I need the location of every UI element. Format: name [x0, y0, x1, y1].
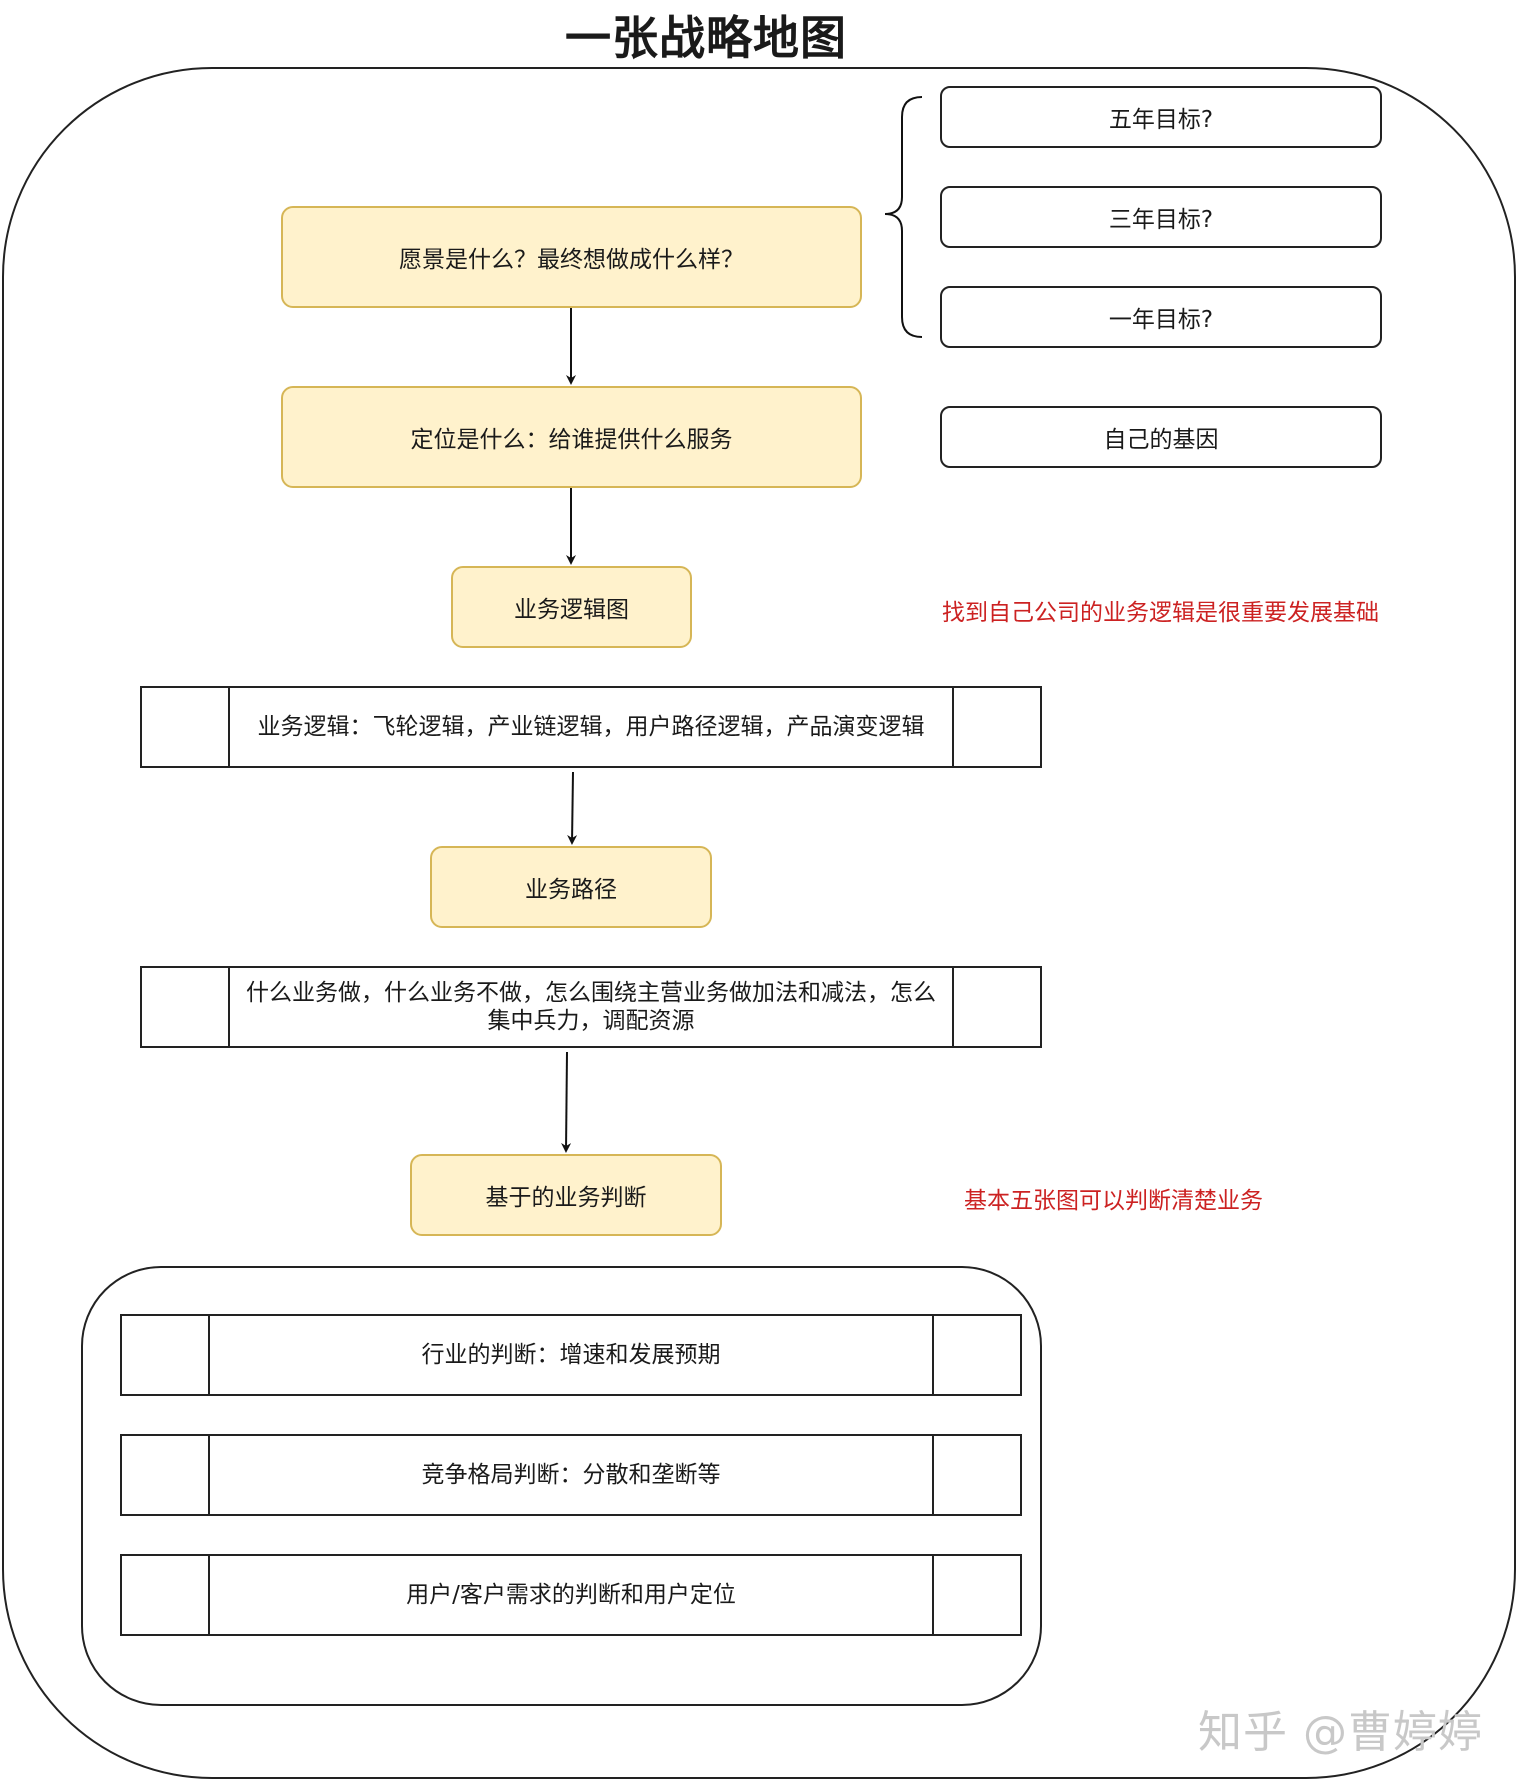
gene-box: 自己的基因 [940, 406, 1382, 468]
business-judgment-label: 基于的业务判断 [485, 1185, 647, 1211]
judgment-item-label: 用户/客户需求的判断和用户定位 [406, 1582, 736, 1608]
business-logic-detail-box: 业务逻辑：飞轮逻辑，产业链逻辑，用户路径逻辑，产品演变逻辑 [140, 686, 1042, 768]
process-side-left [122, 1556, 210, 1634]
business-logic-map-box: 业务逻辑图 [451, 566, 692, 648]
process-side-right [932, 1556, 1020, 1634]
business-path-box: 业务路径 [430, 846, 712, 928]
business-path-detail-box: 什么业务做，什么业务不做，怎么围绕主营业务做加法和减法，怎么集中兵力，调配资源 [140, 966, 1042, 1048]
arrow-logic-to-path [567, 771, 578, 845]
strategy-map-frame [2, 67, 1516, 1779]
goal-three-year: 三年目标? [940, 186, 1382, 248]
gene-label: 自己的基因 [1103, 427, 1219, 453]
watermark: 知乎 @曹婷婷 [1198, 1707, 1483, 1758]
process-side-left [142, 968, 230, 1046]
judgment-note: 基本五张图可以判断清楚业务 [964, 1188, 1263, 1214]
judgment-item-label: 行业的判断：增速和发展预期 [421, 1342, 721, 1368]
arrow-path-to-judgment [561, 1051, 572, 1153]
business-logic-detail-label: 业务逻辑：飞轮逻辑，产业链逻辑，用户路径逻辑，产品演变逻辑 [257, 714, 925, 740]
goals-brace [884, 96, 923, 338]
goal-label: 三年目标? [1108, 207, 1214, 233]
goal-label: 一年目标? [1108, 307, 1214, 333]
business-path-detail-label: 什么业务做，什么业务不做，怎么围绕主营业务做加法和减法，怎么集中兵力，调配资源 [246, 980, 936, 1034]
goal-label: 五年目标? [1108, 107, 1214, 133]
business-path-label: 业务路径 [525, 877, 617, 903]
vision-box: 愿景是什么？最终想做成什么样？ [281, 206, 862, 308]
positioning-box: 定位是什么：给谁提供什么服务 [281, 386, 862, 488]
business-logic-map-label: 业务逻辑图 [514, 597, 629, 623]
judgment-item: 用户/客户需求的判断和用户定位 [120, 1554, 1022, 1636]
vision-label: 愿景是什么？最终想做成什么样？ [399, 247, 744, 273]
process-side-right [932, 1436, 1020, 1514]
process-side-right [952, 688, 1040, 766]
page-title: 一张战略地图 [565, 11, 847, 65]
process-side-left [122, 1436, 210, 1514]
positioning-label: 定位是什么：给谁提供什么服务 [410, 427, 733, 453]
process-side-right [932, 1316, 1020, 1394]
judgment-group-frame [81, 1266, 1042, 1706]
business-judgment-box: 基于的业务判断 [410, 1154, 722, 1236]
goal-one-year: 一年目标? [940, 286, 1382, 348]
logic-note: 找到自己公司的业务逻辑是很重要发展基础 [942, 600, 1379, 626]
process-side-left [142, 688, 230, 766]
judgment-item: 竞争格局判断：分散和垄断等 [120, 1434, 1022, 1516]
judgment-item-label: 竞争格局判断：分散和垄断等 [421, 1462, 721, 1488]
goal-five-year: 五年目标? [940, 86, 1382, 148]
judgment-item: 行业的判断：增速和发展预期 [120, 1314, 1022, 1396]
process-side-right [952, 968, 1040, 1046]
process-side-left [122, 1316, 210, 1394]
